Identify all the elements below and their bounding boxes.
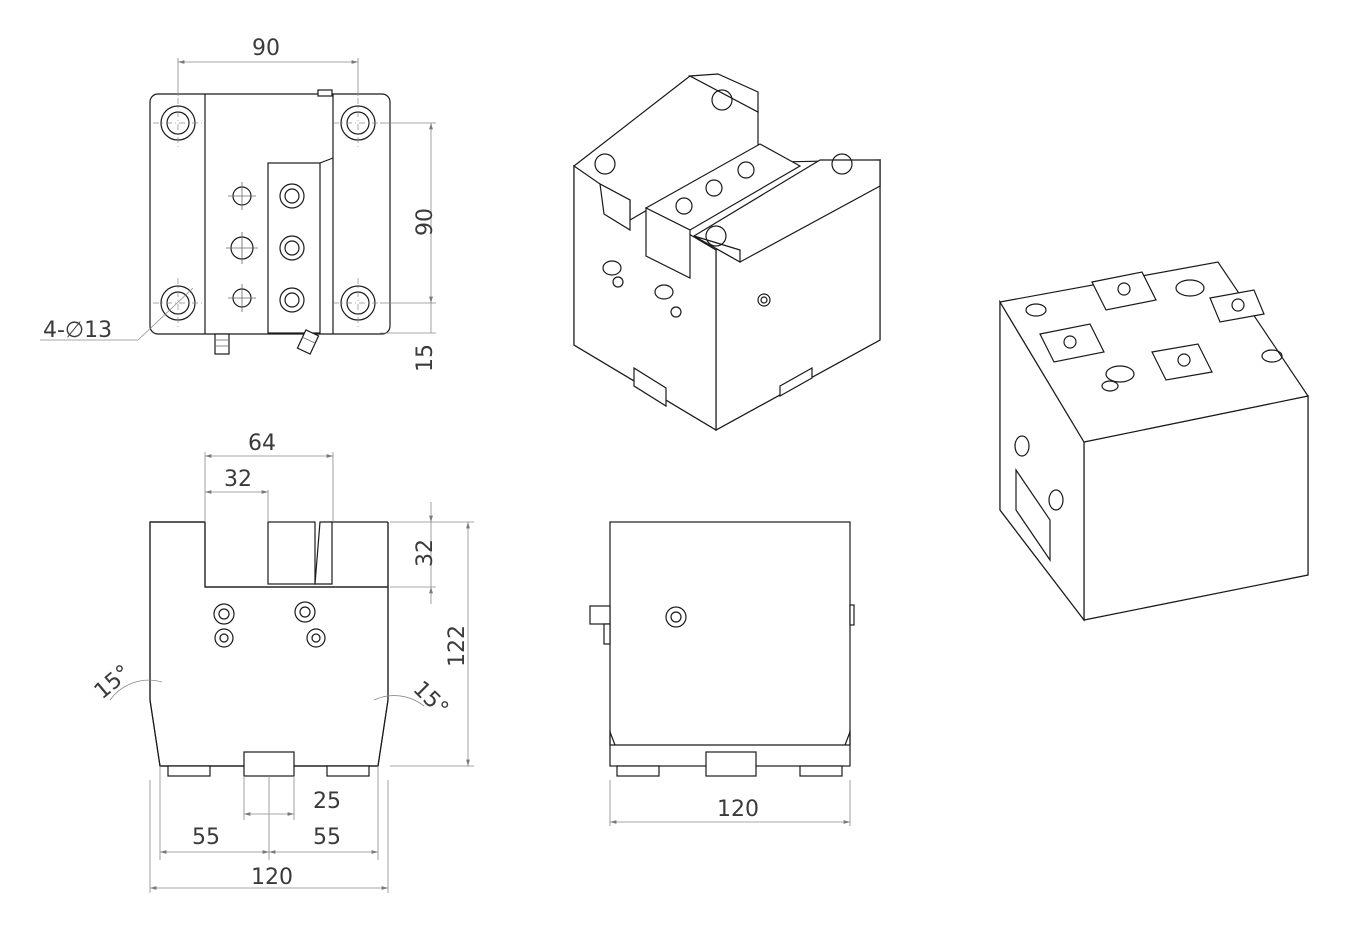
slot-half-dim: 32 [224, 467, 252, 492]
front-width-dim: 120 [251, 865, 293, 890]
front-height-dim: 122 [445, 625, 470, 667]
small-holes [226, 182, 305, 313]
hole-callout: 4-∅13 [43, 318, 112, 343]
top-width-dim: 90 [252, 36, 280, 61]
top-offset-dim: 15 [413, 344, 438, 372]
center-dim: 25 [313, 789, 341, 814]
slot-depth-dim: 32 [413, 539, 438, 567]
isometric-view-2 [999, 261, 1309, 622]
isometric-view-1 [572, 73, 881, 432]
right-dim: 55 [313, 825, 341, 850]
side-width-dim: 120 [717, 797, 759, 822]
side-view: 120 [589, 521, 855, 826]
angle-right-dim: 15° [408, 677, 453, 722]
angle-left-dim: 15° [90, 660, 136, 704]
top-view: 90 90 15 4-∅13 [40, 36, 438, 372]
front-view: 64 32 32 122 15° 15° 25 55 55 120 [90, 431, 474, 893]
slot-width-dim: 64 [248, 431, 276, 456]
left-dim: 55 [192, 825, 220, 850]
top-height-dim: 90 [413, 208, 438, 236]
corner-holes [153, 98, 383, 328]
